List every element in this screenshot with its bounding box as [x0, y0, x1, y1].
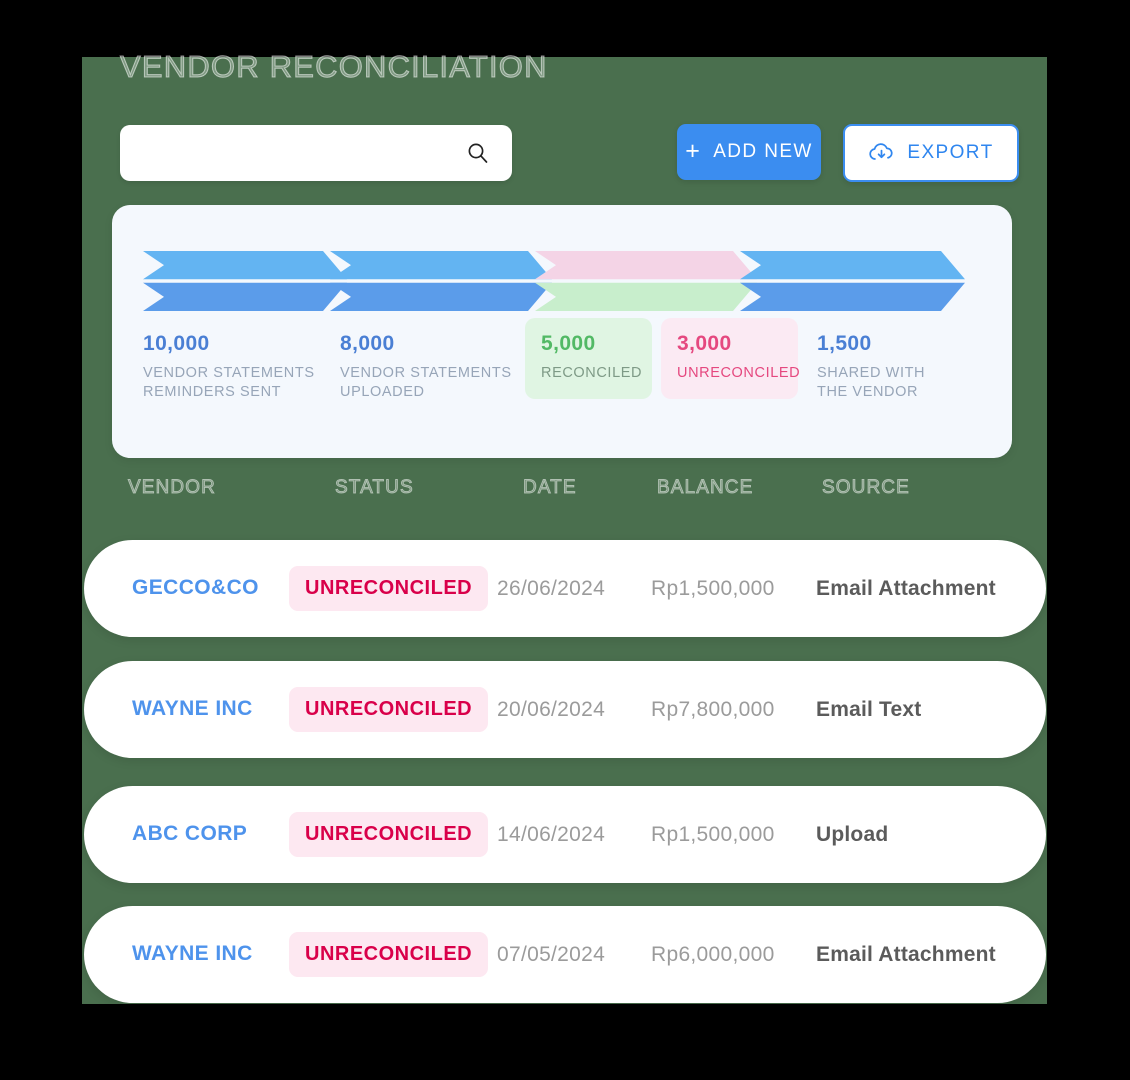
- cell-source: Email Attachment: [816, 943, 996, 966]
- cell-vendor[interactable]: WAYNE INC: [132, 697, 253, 720]
- column-header-date[interactable]: DATE: [523, 477, 577, 499]
- table-row[interactable]: WAYNE INC UNRECONCILED 20/06/2024 Rp7,80…: [84, 661, 1046, 758]
- page-title: VENDOR RECONCILIATION: [120, 49, 548, 85]
- cell-balance: Rp6,000,000: [651, 943, 775, 966]
- funnel-arrow-4: [740, 251, 965, 311]
- funnel-stat-label: VENDOR STATEMENTS UPLOADED: [340, 365, 512, 401]
- funnel-panel: 10,000 VENDOR STATEMENTS REMINDERS SENT …: [112, 205, 1012, 458]
- funnel-stat-reconciled: 5,000 RECONCILED: [525, 318, 652, 400]
- funnel-stat-value: 5,000: [541, 332, 596, 355]
- cell-source: Email Attachment: [816, 577, 996, 600]
- table-row[interactable]: ABC CORP UNRECONCILED 14/06/2024 Rp1,500…: [84, 786, 1046, 883]
- table-header: VENDOR STATUS DATE BALANCE SOURCE: [82, 477, 1047, 517]
- add-new-button[interactable]: + ADD NEW: [677, 124, 821, 180]
- cell-date: 07/05/2024: [497, 943, 606, 966]
- funnel-stat-value: 8,000: [340, 332, 395, 355]
- column-header-source[interactable]: SOURCE: [822, 477, 910, 499]
- cell-vendor[interactable]: GECCO&CO: [132, 576, 259, 599]
- export-button[interactable]: EXPORT: [843, 124, 1019, 182]
- cloud-download-icon: [868, 142, 895, 164]
- funnel-stats: 10,000 VENDOR STATEMENTS REMINDERS SENT …: [112, 318, 1012, 427]
- cell-balance: Rp7,800,000: [651, 698, 775, 721]
- funnel-stat-label: RECONCILED: [541, 365, 643, 382]
- funnel-stat-label: VENDOR STATEMENTS REMINDERS SENT: [143, 365, 315, 401]
- cell-balance: Rp1,500,000: [651, 577, 775, 600]
- funnel-arrow-1: [143, 251, 347, 311]
- funnel-arrow-3: [535, 251, 757, 311]
- plus-icon: +: [685, 136, 702, 165]
- funnel-stat-shared-with-vendor: 1,500 SHARED WITH THE VENDOR: [817, 332, 987, 402]
- cell-date: 14/06/2024: [497, 823, 606, 846]
- status-badge[interactable]: UNRECONCILED: [289, 812, 489, 857]
- column-header-balance[interactable]: BALANCE: [657, 477, 754, 499]
- column-header-status[interactable]: STATUS: [335, 477, 414, 499]
- funnel-stat-unreconciled: 3,000 UNRECONCILED: [661, 318, 801, 400]
- app-surface: VENDOR RECONCILIATION + ADD NEW: [82, 49, 1047, 1004]
- funnel-stat-label: SHARED WITH THE VENDOR: [817, 365, 926, 401]
- cell-date: 20/06/2024: [497, 698, 606, 721]
- funnel-stat-reminders-sent: 10,000 VENDOR STATEMENTS REMINDERS SENT: [143, 332, 338, 402]
- status-badge[interactable]: UNRECONCILED: [289, 566, 489, 611]
- table-row[interactable]: GECCO&CO UNRECONCILED 26/06/2024 Rp1,500…: [84, 540, 1046, 637]
- funnel-stat-value: 1,500: [817, 332, 872, 355]
- export-label: EXPORT: [907, 142, 994, 163]
- search-input[interactable]: [138, 125, 462, 183]
- status-badge[interactable]: UNRECONCILED: [289, 687, 489, 732]
- funnel-stat-value: 10,000: [143, 332, 210, 355]
- cell-balance: Rp1,500,000: [651, 823, 775, 846]
- column-header-vendor[interactable]: VENDOR: [128, 477, 216, 499]
- add-new-label: ADD NEW: [713, 141, 813, 162]
- cell-vendor[interactable]: ABC CORP: [132, 822, 248, 845]
- cell-source: Upload: [816, 823, 889, 846]
- cell-vendor[interactable]: WAYNE INC: [132, 942, 253, 965]
- funnel-arrow-chart: [143, 251, 965, 311]
- table-row[interactable]: WAYNE INC UNRECONCILED 07/05/2024 Rp6,00…: [84, 906, 1046, 1003]
- funnel-arrow-2: [330, 251, 552, 311]
- cell-source: Email Text: [816, 698, 922, 721]
- funnel-stat-uploaded: 8,000 VENDOR STATEMENTS UPLOADED: [340, 332, 530, 402]
- funnel-stat-value: 3,000: [677, 332, 732, 355]
- search-icon: [466, 141, 490, 165]
- funnel-stat-label: UNRECONCILED: [677, 365, 801, 382]
- cell-date: 26/06/2024: [497, 577, 606, 600]
- search-box[interactable]: [120, 125, 512, 183]
- status-badge[interactable]: UNRECONCILED: [289, 932, 489, 977]
